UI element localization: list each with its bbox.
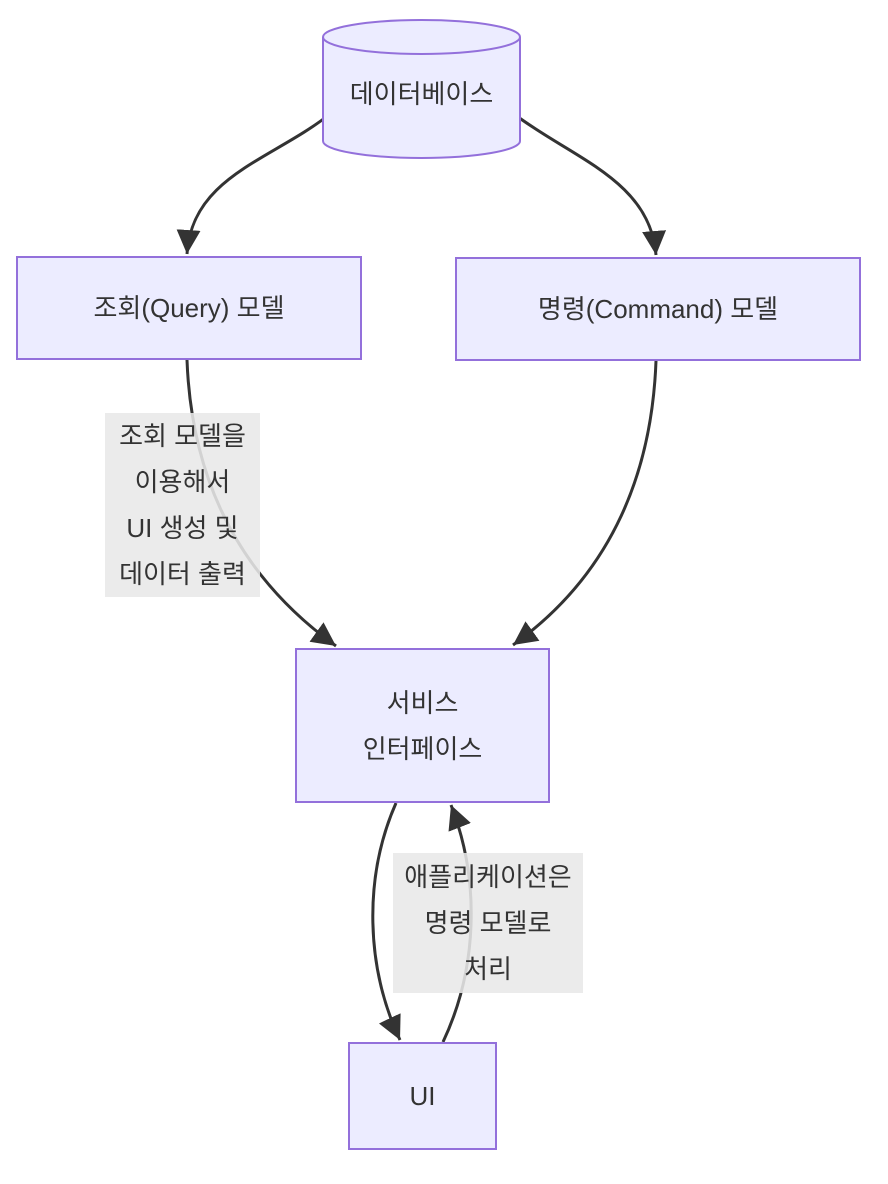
node-query-model: 조회(Query) 모델 — [16, 256, 362, 360]
edge-database-to-command — [513, 112, 667, 256]
edge-command-to-service — [512, 360, 658, 647]
edge-service-to-ui — [371, 802, 402, 1041]
database-cylinder-icon — [322, 19, 521, 159]
node-ui: UI — [348, 1042, 497, 1150]
edge-label-query-to-service-text: 조회 모델을 이용해서 UI 생성 및 데이터 출력 — [119, 421, 246, 589]
node-database-label: 데이터베이스 — [349, 79, 494, 109]
node-query-model-label: 조회(Query) 모델 — [93, 293, 285, 323]
node-database: 데이터베이스 — [323, 50, 520, 138]
node-service-interface-label: 서비스 인터페이스 — [362, 687, 483, 764]
node-service-interface: 서비스 인터페이스 — [295, 648, 550, 803]
database-cylinder-body — [322, 37, 521, 159]
node-command-model-label: 명령(Command) 모델 — [537, 294, 779, 324]
edge-label-ui-to-service: 애플리케이션은 명령 모델로 처리 — [393, 853, 583, 993]
edge-label-ui-to-service-text: 애플리케이션은 명령 모델로 처리 — [404, 862, 572, 984]
edge-label-query-to-service: 조회 모델을 이용해서 UI 생성 및 데이터 출력 — [105, 413, 260, 597]
database-cylinder-top — [322, 19, 521, 55]
node-command-model: 명령(Command) 모델 — [455, 257, 861, 361]
edge-database-to-query — [176, 112, 331, 255]
node-ui-label: UI — [409, 1081, 436, 1111]
